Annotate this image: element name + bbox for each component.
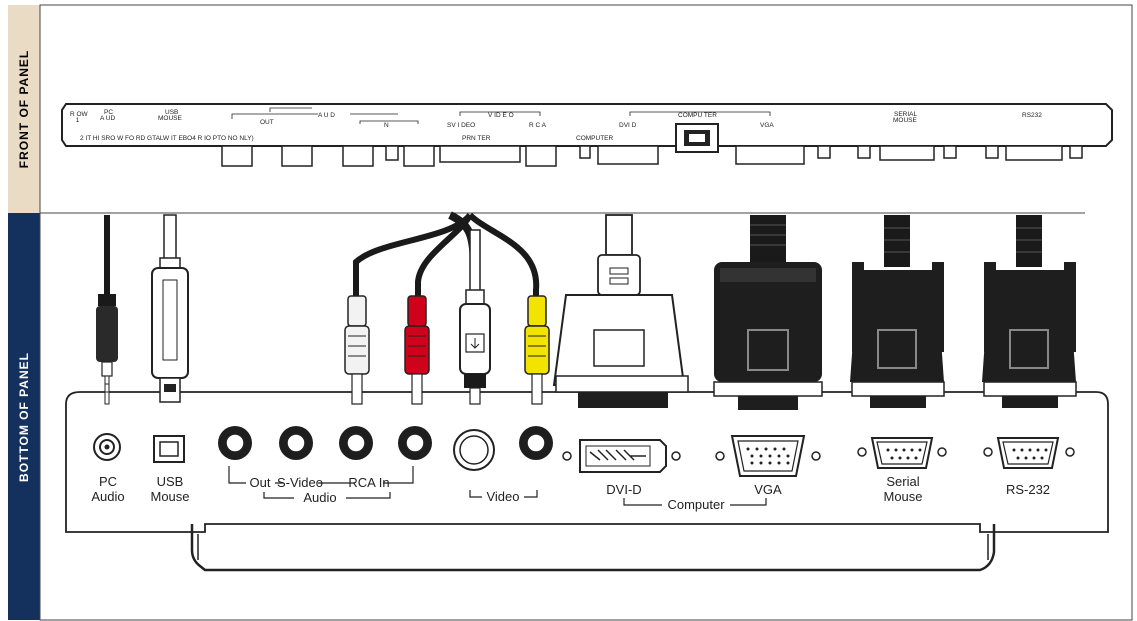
label-out: Out (250, 475, 271, 490)
front-panel-body (61, 103, 1113, 147)
port-vga (715, 435, 821, 477)
front-port-rs232-screw-r (1069, 145, 1083, 159)
port-rs-232 (983, 437, 1075, 469)
front-of-panel-tab: FRONT OF PANEL (8, 5, 40, 213)
front-port-serial (879, 145, 935, 161)
label-dvi-d: DVI-D (606, 482, 641, 497)
port-audio-svideo (279, 426, 313, 460)
vga-plug (713, 215, 823, 410)
front-port-svideo (281, 145, 313, 167)
front-port-video (403, 145, 435, 167)
front-port-rs232 (1005, 145, 1063, 161)
front-label-out: OUT (260, 119, 274, 126)
front-port-serial-screw-r (943, 145, 957, 159)
port-audio-rca-in-right (398, 426, 432, 460)
panel-stand (190, 524, 996, 572)
front-port-vga-screw-r (817, 145, 831, 159)
label-video-group: Video (486, 489, 519, 504)
label-computer-group: Computer (667, 497, 725, 512)
front-label-rs232: RS232 (1022, 112, 1042, 119)
port-audio-out (218, 426, 252, 460)
port-video-rca (519, 426, 553, 460)
front-label-vga: VGA (760, 122, 774, 129)
front-port-rca-in (342, 145, 374, 167)
svideo-plug (459, 289, 491, 405)
front-port-rca (525, 145, 557, 167)
front-port-computer-switch-slot (689, 134, 705, 142)
pc-audio-plug (96, 215, 118, 405)
rca-red-plug (404, 295, 430, 405)
front-label-computer: COMPU TER (678, 112, 717, 119)
label-audio-group: Audio (303, 490, 336, 505)
front-port-printer (439, 145, 521, 163)
front-port-audio-out (221, 145, 253, 167)
audio-bracket-bottom (263, 492, 391, 499)
front-port-small (385, 145, 399, 161)
front-label-rca: R C A (529, 122, 547, 129)
diagram-frame (39, 4, 1133, 621)
label-vga: VGA (754, 482, 782, 497)
label-rca-in: RCA In (348, 475, 389, 490)
port-serial-mouse (857, 437, 947, 469)
front-label-printer: PRN TER (462, 135, 491, 142)
front-port-serial-screw-l (857, 145, 871, 159)
video-bracket (469, 490, 538, 498)
rca-white-plug (344, 295, 370, 405)
audio-bracket-top (228, 466, 414, 484)
front-label-row1: R OW 1 (70, 111, 89, 124)
rca-yellow-plug (524, 295, 550, 405)
rca-cable-bundle (353, 211, 540, 300)
front-label-n: N (384, 122, 389, 129)
usb-plug (151, 214, 189, 403)
computer-bracket (623, 498, 767, 506)
dvi-plug (552, 214, 689, 408)
rs232-plug (982, 215, 1077, 408)
port-pc-audio (93, 433, 121, 461)
front-port-rs232-screw-l (985, 145, 999, 159)
front-label-dvi: DVI D (619, 122, 637, 129)
port-audio-rca-in-left (339, 426, 373, 460)
port-usb-mouse (153, 435, 185, 463)
front-label-video: V ID E O (488, 112, 514, 119)
front-port-dvi (597, 145, 659, 165)
front-port-tab (579, 145, 591, 159)
front-label-svideo: SV I DEO (447, 122, 475, 129)
label-s-video: S-Video (277, 475, 323, 490)
front-label-audio: A U D (318, 112, 335, 119)
port-video-svideo (453, 429, 495, 471)
serial-plug (850, 215, 945, 408)
front-label-computer-2: COMPUTER (576, 135, 614, 142)
rca-white-body (347, 295, 367, 327)
front-port-vga (735, 145, 805, 165)
port-dvi-d (562, 439, 681, 473)
bottom-of-panel-tab: BOTTOM OF PANEL (8, 213, 40, 620)
front-label-row2: 2 IT HI SRO W FO RD GTALW IT EBO4 R IO P… (80, 135, 254, 142)
label-rs-232: RS-232 (1006, 482, 1050, 497)
